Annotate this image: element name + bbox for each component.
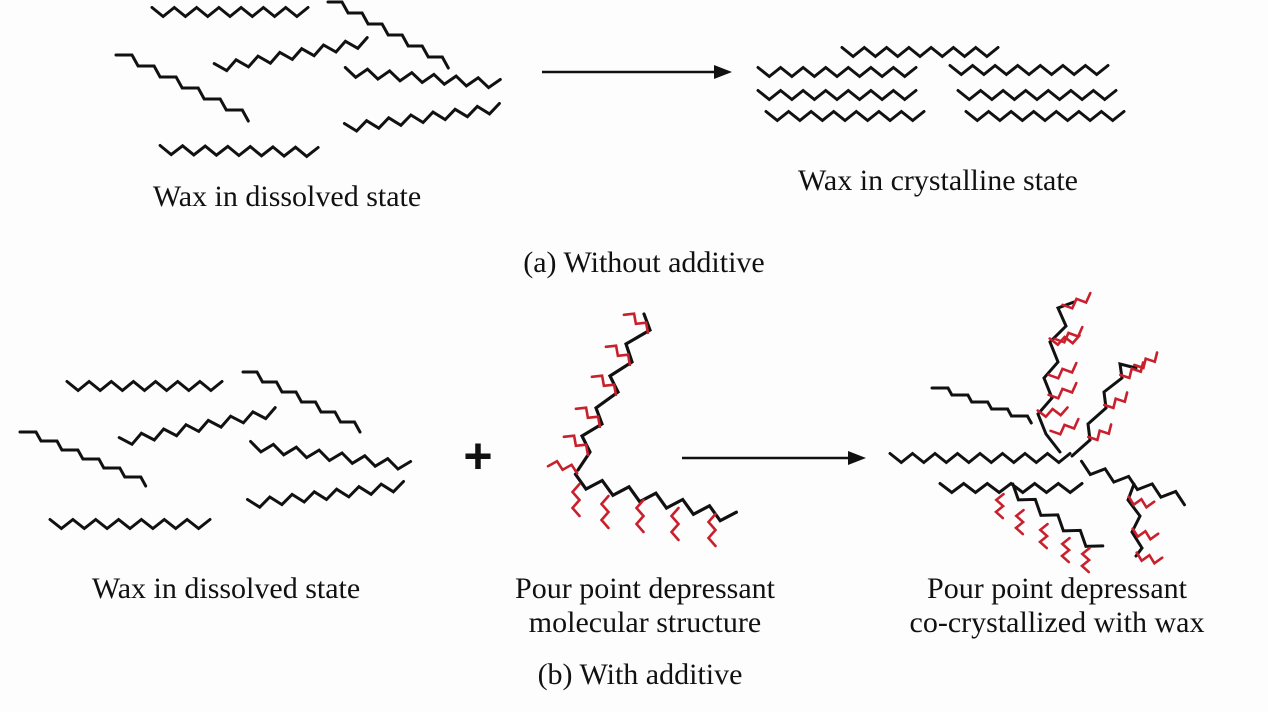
ppd-caption-line2: molecular structure	[528, 606, 762, 639]
ppd-side-chain	[562, 434, 590, 457]
ppd-side-chain	[1038, 522, 1050, 550]
arrow-head	[848, 451, 866, 465]
ppd-side-chain	[1080, 546, 1092, 574]
wax-chain	[938, 481, 1084, 495]
panel-a-crystalline-wax-chains	[756, 45, 1126, 123]
panel-b-dissolved-wax-chains	[18, 370, 413, 531]
ppd-side-chain	[1087, 423, 1113, 442]
panel-b-arrow	[682, 451, 866, 465]
ppd-backbone-lower-left	[1011, 482, 1105, 548]
wax-chain	[18, 430, 148, 488]
wax-chain	[249, 440, 413, 471]
wax-chain	[342, 102, 501, 133]
ppd-caption-line1: Pour point depressant	[515, 572, 775, 605]
wax-chain	[756, 88, 918, 102]
ppd-side-chain	[1131, 527, 1160, 542]
ppd-side-chain	[1133, 351, 1159, 370]
wax-chain	[246, 480, 405, 510]
wax-chain	[212, 36, 369, 73]
ppd-side-chain	[1036, 406, 1069, 419]
panel-a-dissolved-caption: Wax in dissolved state	[152, 180, 422, 213]
ppd-side-chain	[1047, 361, 1078, 380]
panel-a-crystalline-caption: Wax in crystalline state	[798, 164, 1078, 197]
ppd-side-chain	[1014, 508, 1026, 536]
panel-b-title: (b) With additive	[537, 658, 743, 691]
arrow-head	[714, 65, 732, 79]
wax-chain	[930, 386, 1033, 425]
wax-chain	[948, 63, 1110, 77]
ppd-side-chain	[546, 459, 579, 475]
ppd-backbone-upper	[1036, 300, 1076, 454]
wax-chain	[114, 53, 250, 123]
wax-chain	[888, 451, 1072, 465]
cocrystal-caption-line2: co-crystallized with wax	[909, 606, 1205, 639]
panel-a-arrow	[542, 65, 732, 79]
ppd-side-chain	[1048, 334, 1081, 347]
panel-a-title: (a) Without additive	[523, 246, 765, 279]
plus-symbol: +	[463, 428, 493, 484]
wax-chain	[840, 45, 1000, 59]
ppd-side-chain	[1047, 381, 1078, 400]
ppd-side-chain	[1127, 495, 1156, 510]
wax-chain	[956, 88, 1118, 102]
ppd-backbone-horizontal	[573, 472, 739, 523]
ppd-side-chain	[1061, 291, 1092, 310]
wax-chain	[241, 370, 362, 434]
wax-chain	[326, 0, 450, 70]
ppd-side-chain	[590, 374, 618, 397]
ppd-side-chain	[634, 498, 646, 534]
ppd-side-chain	[604, 344, 632, 367]
wax-chain	[158, 143, 320, 159]
wax-chain	[117, 406, 277, 447]
panel-b-ppd-molecule	[546, 312, 739, 548]
cocrystal-caption-line1: Pour point depressant	[927, 572, 1187, 605]
ppd-side-chain	[622, 312, 650, 335]
panel-a-dissolved-wax-chains	[114, 0, 502, 159]
ppd-side-chain	[1049, 417, 1080, 436]
wax-chain	[65, 379, 224, 393]
ppd-side-chain	[669, 506, 681, 542]
ppd-side-chain	[994, 492, 1006, 520]
wax-chain	[764, 109, 926, 123]
ppd-backbone-lower-down	[1126, 482, 1144, 558]
wax-chain	[964, 109, 1126, 123]
wax-chain	[48, 517, 212, 531]
ppd-side-chain	[570, 482, 582, 518]
ppd-side-chain	[1135, 551, 1164, 566]
ppd-side-chain	[1103, 391, 1129, 410]
ppd-side-chain	[599, 494, 611, 530]
wax-chain	[150, 5, 310, 19]
panel-b-dissolved-caption: Wax in dissolved state	[91, 572, 361, 605]
ppd-backbone-vertical	[576, 312, 652, 472]
ppd-side-chain	[574, 406, 602, 429]
ppd-side-chain	[706, 512, 718, 548]
wax-chain	[343, 66, 502, 90]
wax-chain	[756, 65, 918, 79]
ppd-side-chain	[1060, 536, 1072, 564]
panel-b-cocrystallized-structure	[888, 291, 1186, 574]
